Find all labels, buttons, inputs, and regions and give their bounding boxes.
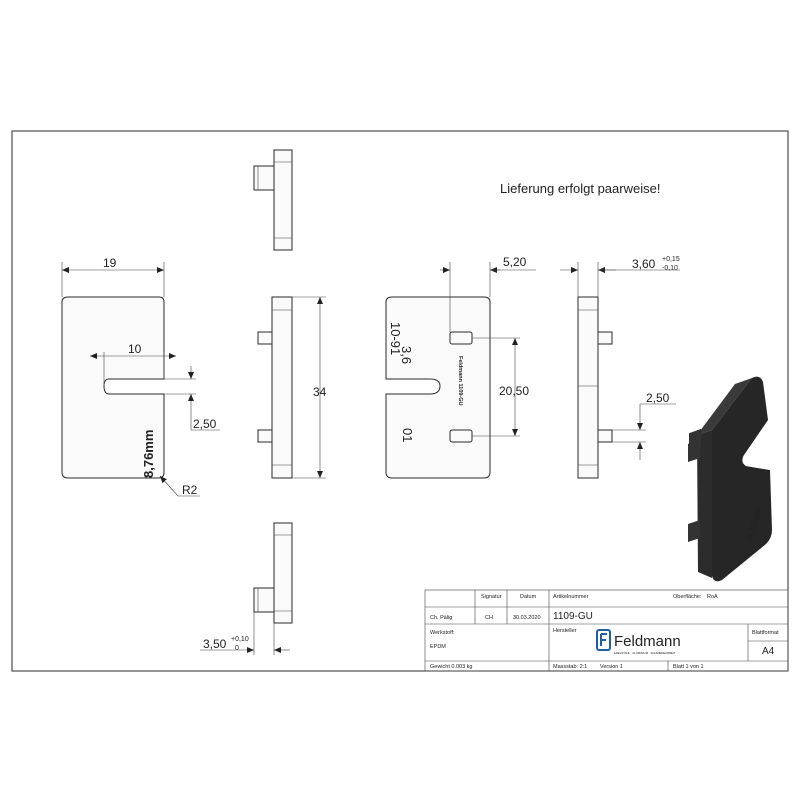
dim-tol-010n: -0,10 <box>662 265 678 272</box>
dim-tol-010p: +0,10 <box>231 636 249 643</box>
dim-base-350: 3,50 <box>203 637 227 651</box>
right-side-view: 3,60 +0,15 -0,10 2,50 <box>560 256 680 479</box>
tb-blatt: Blatt 1 von 1 <box>673 664 704 670</box>
dim-radius-r2: R2 <box>182 483 198 497</box>
delivery-note: Lieferung erfolgt paarweise! <box>500 181 660 196</box>
engraving-code-top: 3,6 <box>399 346 414 364</box>
front-view: 8,76mm 19 10 2,50 R2 <box>61 256 220 497</box>
dim-width-19: 19 <box>103 256 117 270</box>
tb-name: Ch. Pälig <box>430 615 452 621</box>
drawing-frame <box>11 130 789 672</box>
tb-version: Version 1 <box>600 664 623 670</box>
back-view: 3,6 10-91 01 Feldmann 1109-GU 5,20 20,50 <box>385 255 536 479</box>
svg-text:EDELSTAHL · ALUMINIUM · SCHMIE: EDELSTAHL · ALUMINIUM · SCHMIEDEARBEIT <box>614 651 676 655</box>
tb-hersteller-label: Hersteller <box>553 628 577 634</box>
dim-slot-10: 10 <box>128 342 142 356</box>
tb-artikel-label: Artikelnummer <box>553 594 589 600</box>
side-view: 34 <box>257 296 327 479</box>
engraving-code-mid: 10-91 <box>388 322 403 355</box>
svg-text:Feldmann: Feldmann <box>614 633 681 650</box>
tb-signatur-label: Signatur <box>481 594 502 600</box>
tb-artikel-value: 1109-GU <box>553 611 593 622</box>
engraved-label-876: 8,76mm <box>141 430 156 478</box>
isometric-view: 8,76mm <box>688 376 772 582</box>
title-block: Ch. Pälig Signatur CH Datum 30.03.2020 A… <box>424 589 789 672</box>
tb-blattformat-value: A4 <box>762 646 775 657</box>
tb-blattformat-label: Blattformat <box>752 630 779 636</box>
dim-thick-360: 3,60 <box>632 257 656 271</box>
tb-werkstoff-value: EPDM <box>430 644 446 650</box>
dim-pin-2050: 20,50 <box>499 384 529 398</box>
tb-gewicht: Gewicht 0.003 kg <box>430 664 473 670</box>
dim-pin-520: 5,20 <box>503 255 527 269</box>
dim-pin-250: 2,50 <box>646 391 670 405</box>
dim-height-34: 34 <box>313 385 327 399</box>
tb-datum-value: 30.03.2020 <box>513 615 541 621</box>
engraving-code-bottom: 01 <box>400 428 415 442</box>
tb-signatur-value: CH <box>485 615 493 621</box>
dim-tol-015: +0,15 <box>662 256 680 263</box>
tb-oberflaeche-value: RoA <box>707 594 718 600</box>
tb-massstab: Massstab: 2:1 <box>553 664 587 670</box>
dim-slot-250: 2,50 <box>193 417 217 431</box>
feldmann-logo: Feldmann EDELSTAHL · ALUMINIUM · SCHMIED… <box>596 629 681 655</box>
dim-tol-0: 0 <box>235 645 239 652</box>
bottom-view: 3,50 +0,10 0 <box>200 522 293 655</box>
tb-werkstoff-label: Werkstoff: <box>430 630 455 636</box>
top-view <box>253 149 293 251</box>
engraving-brand: Feldmann 1109-GU <box>457 356 463 406</box>
tb-datum-label: Datum <box>520 594 537 600</box>
tb-oberflaeche-label: Oberfläche: <box>673 594 702 600</box>
